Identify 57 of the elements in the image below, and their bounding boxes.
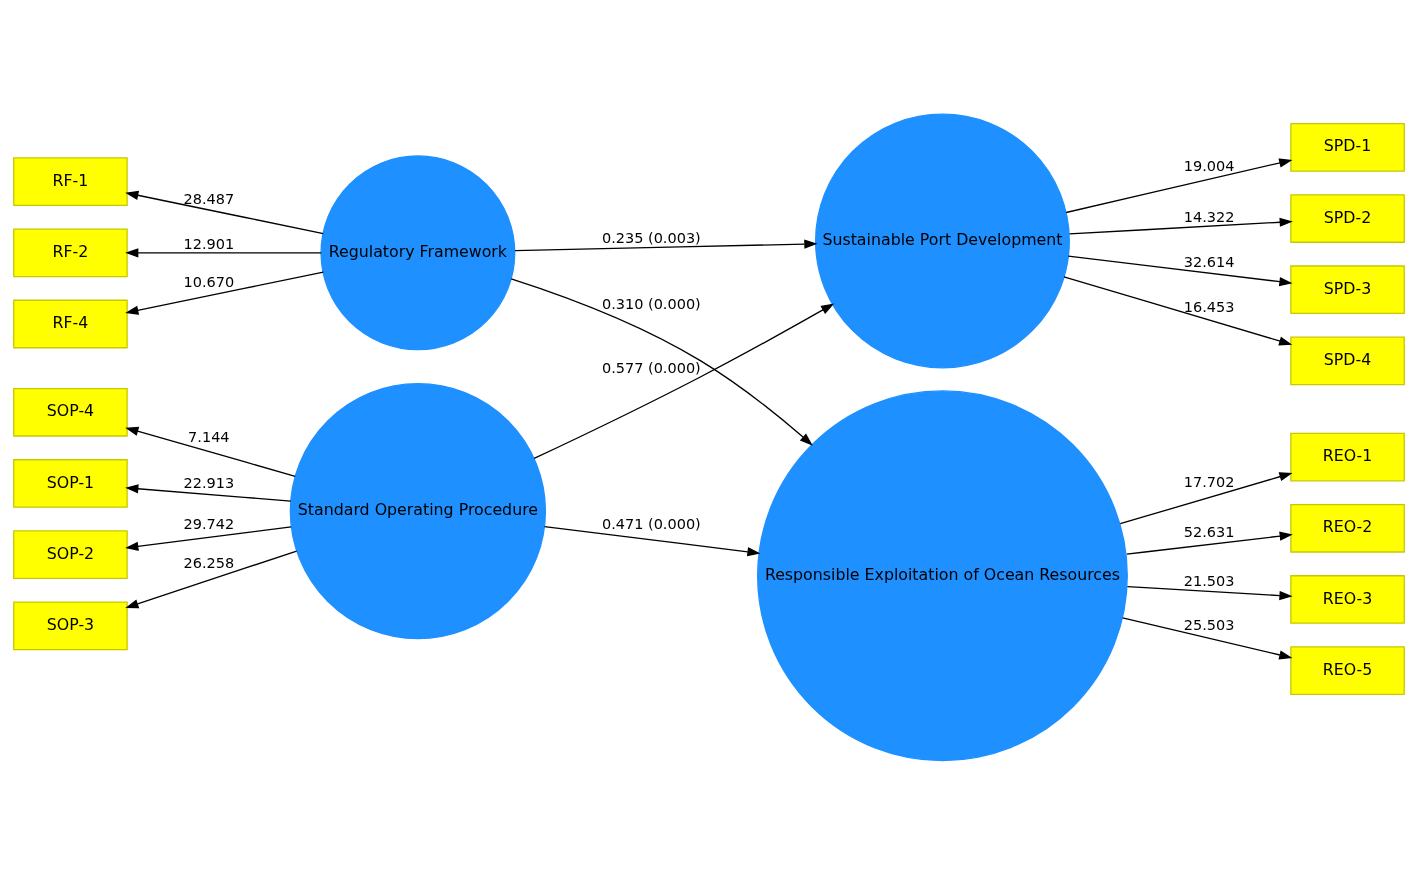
- node-box: SOP-1: [13, 459, 128, 508]
- edge-label: 25.503: [1183, 616, 1235, 633]
- edge-label: 0.310 (0.000): [601, 296, 701, 313]
- arrow: [1065, 158, 1293, 214]
- edge-label: 22.913: [183, 475, 235, 492]
- node-box: RF-1: [13, 157, 128, 207]
- edge-label: 12.901: [183, 235, 235, 252]
- node-circle: Responsible Exploitation of Ocean Resources: [757, 390, 1128, 762]
- arrow: [125, 271, 324, 315]
- node-box: RF-2: [13, 228, 128, 278]
- arrow: [1068, 217, 1293, 235]
- edge-label: 10.670: [183, 273, 235, 290]
- node-box: SPD-1: [1290, 123, 1405, 172]
- arrow: [1067, 255, 1293, 287]
- arrow: [1122, 617, 1293, 660]
- arrow: [125, 526, 292, 551]
- node-box: SOP-2: [13, 530, 128, 580]
- arrow: [125, 190, 324, 235]
- edge-label: 16.453: [1183, 298, 1235, 315]
- node-box: REO-2: [1290, 503, 1405, 553]
- node-box: REO-5: [1290, 646, 1405, 695]
- node-box: SPD-3: [1290, 265, 1405, 315]
- arrow: [510, 278, 813, 446]
- edge-label: 7.144: [188, 429, 230, 446]
- edge-label: 21.503: [1183, 573, 1235, 590]
- arrow: [1119, 472, 1293, 525]
- edge-label: 29.742: [183, 516, 235, 533]
- arrow: [543, 526, 761, 557]
- node-box: SPD-2: [1290, 194, 1405, 243]
- arrow: [1126, 531, 1293, 555]
- arrow: [1063, 276, 1293, 346]
- arrow: [125, 484, 292, 502]
- edge-label: 26.258: [183, 554, 235, 571]
- node-box: SOP-3: [13, 601, 128, 651]
- edge-label: 52.631: [1183, 524, 1235, 541]
- arrow: [1126, 585, 1293, 601]
- edge-label: 0.471 (0.000): [601, 516, 701, 533]
- arrow: [125, 550, 298, 609]
- node-box: SOP-4: [13, 387, 128, 437]
- arrow: [125, 426, 296, 477]
- node-box: RF-4: [13, 299, 128, 349]
- arrow: [514, 239, 818, 252]
- edge-label: 19.004: [1183, 157, 1235, 174]
- node-box: REO-1: [1290, 432, 1405, 482]
- edge-label: 32.614: [1183, 254, 1235, 271]
- node-circle: Regulatory Framework: [320, 155, 516, 351]
- arrow: [125, 248, 322, 258]
- edge-label: 28.487: [183, 190, 235, 207]
- edge-label: 0.235 (0.003): [601, 230, 701, 247]
- edge-label: 14.322: [1183, 209, 1235, 226]
- edge-label: 17.702: [1183, 474, 1235, 491]
- edge-label: 0.577 (0.000): [601, 359, 701, 376]
- arrow: [533, 303, 835, 460]
- node-circle: Sustainable Port Development: [814, 113, 1070, 369]
- node-box: SPD-4: [1290, 336, 1405, 386]
- node-circle: Standard Operating Procedure: [289, 382, 547, 640]
- node-box: REO-3: [1290, 575, 1405, 624]
